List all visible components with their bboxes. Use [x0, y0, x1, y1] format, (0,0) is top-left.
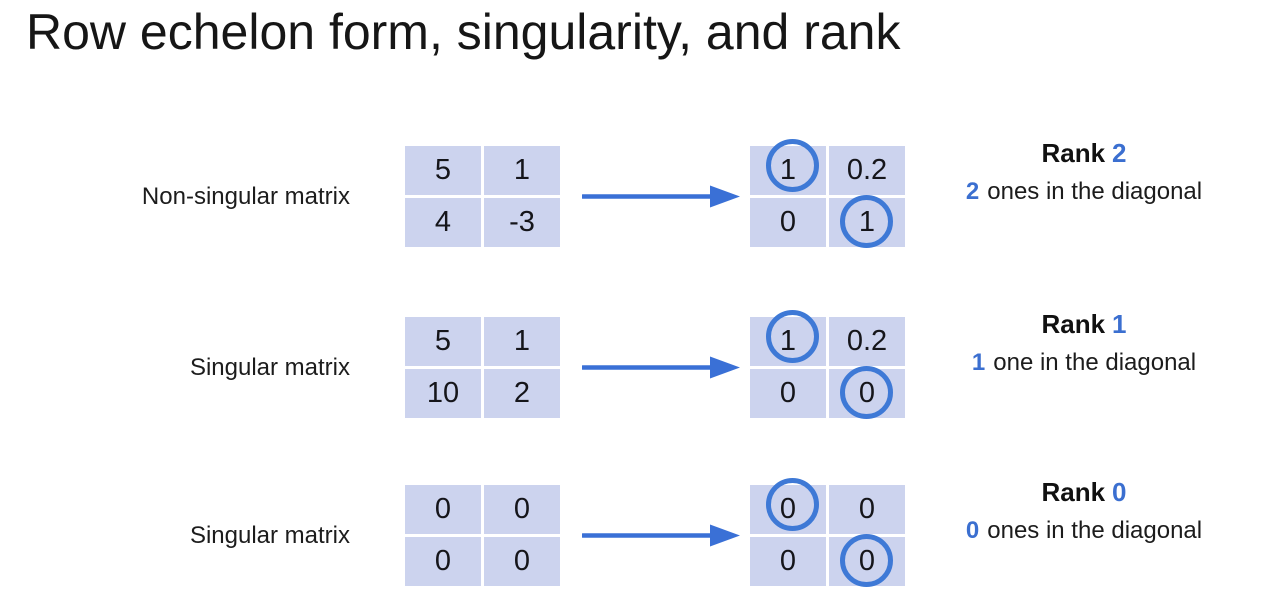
diagonal-count: 0 [965, 517, 980, 544]
rank-word: Rank [1041, 138, 1106, 168]
right-arrow-icon [580, 355, 740, 380]
row-label: Singular matrix [189, 521, 350, 549]
rank-value: 2 [1112, 138, 1127, 168]
matrix-cell: -3 [484, 198, 560, 247]
right-arrow-icon [580, 184, 740, 209]
matrix-original: 5 1 10 2 [405, 317, 560, 418]
matrix-cell: 0 [484, 485, 560, 534]
matrix-cell: 0 [829, 485, 905, 534]
row-label: Singular matrix [189, 353, 350, 381]
diagonal-circle-annotation [840, 366, 893, 419]
diagonal-text: ones in the diagonal [987, 178, 1203, 205]
matrix-row-echelon: 0 0 0 0 [750, 478, 905, 587]
diagonal-text: one in the diagonal [993, 349, 1197, 376]
right-arrow-icon [580, 523, 740, 548]
rank-value: 1 [1112, 309, 1127, 339]
diagonal-description: 1 one in the diagonal [953, 349, 1215, 377]
matrix-cell: 10 [405, 369, 481, 418]
matrix-cell: 0 [484, 537, 560, 586]
rank-word: Rank [1041, 309, 1106, 339]
diagonal-circle-annotation [840, 534, 893, 587]
matrix-cell: 0 [750, 369, 826, 418]
diagonal-text: ones in the diagonal [987, 517, 1203, 544]
diagonal-description: 0 ones in the diagonal [953, 517, 1215, 545]
rank-value: 0 [1112, 477, 1127, 507]
matrix-cell: 0.2 [829, 146, 905, 195]
matrix-cell: 5 [405, 317, 481, 366]
page-title: Row echelon form, singularity, and rank [26, 4, 901, 60]
diagonal-circle-annotation [766, 139, 819, 192]
matrix-original: 5 1 4 -3 [405, 146, 560, 247]
matrix-original: 0 0 0 0 [405, 485, 560, 586]
matrix-cell: 0.2 [829, 317, 905, 366]
diagonal-circle-annotation [766, 478, 819, 531]
diagonal-count: 2 [965, 178, 980, 205]
matrix-cell: 2 [484, 369, 560, 418]
matrix-cell: 0 [405, 537, 481, 586]
matrix-cell: 5 [405, 146, 481, 195]
diagonal-circle-annotation [766, 310, 819, 363]
matrix-cell: 4 [405, 198, 481, 247]
matrix-cell: 0 [750, 198, 826, 247]
diagonal-count: 1 [971, 349, 986, 376]
matrix-row-nonsingular: Non-singular matrix 5 1 4 -3 1 0.2 0 1 R… [0, 138, 1277, 248]
matrix-row-echelon: 1 0.2 0 1 [750, 139, 905, 248]
rank-word: Rank [1041, 477, 1106, 507]
matrix-row-echelon: 1 0.2 0 0 [750, 310, 905, 419]
matrix-cell: 1 [484, 146, 560, 195]
diagonal-description: 2 ones in the diagonal [953, 178, 1215, 206]
diagonal-circle-annotation [840, 195, 893, 248]
matrix-cell: 0 [405, 485, 481, 534]
matrix-cell: 1 [484, 317, 560, 366]
row-label: Non-singular matrix [141, 182, 350, 210]
matrix-cell: 0 [750, 537, 826, 586]
